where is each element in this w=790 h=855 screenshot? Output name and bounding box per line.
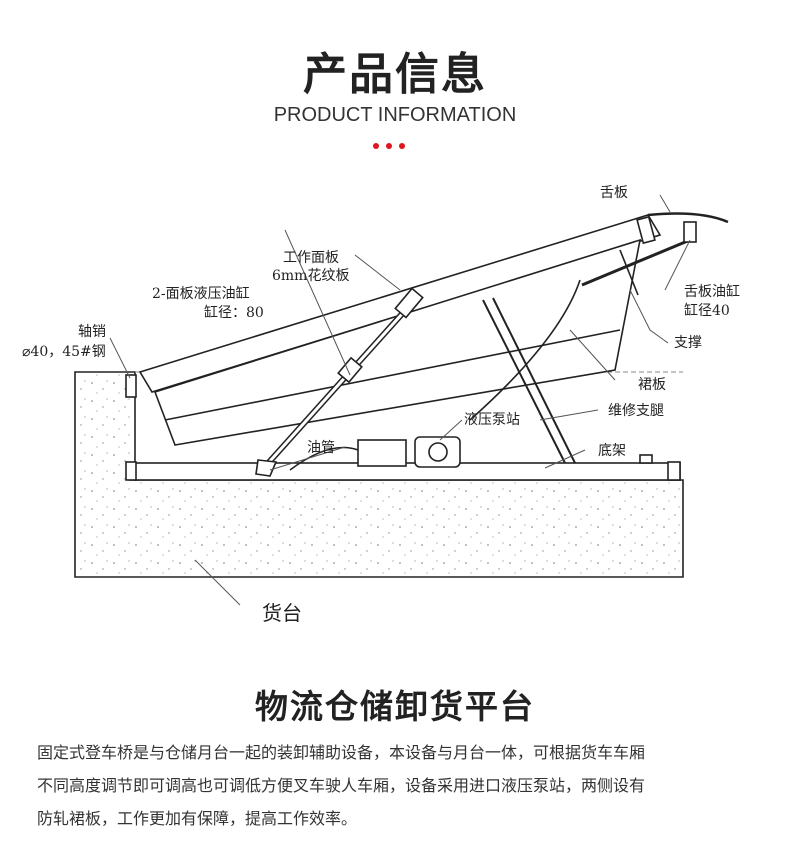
description-line: 防轧裙板，工作更加有保障，提高工作效率。 (37, 809, 358, 828)
label-work-panel-spec: 6mm花纹板 (272, 268, 349, 284)
label-pivot-pin-spec: ⌀40，45#钢 (22, 344, 106, 360)
label-pump-station: 液压泵站 (464, 412, 520, 428)
dock-leveler-diagram: 舌板 工作面板 6mm花纹板 2-面板液压油缸 缸径：80 轴销 ⌀40，45#… (22, 185, 740, 625)
description: 固定式登车桥是与仓储月台一起的装卸辅助设备，本设备与月台一体，可根据货车车厢 不… (37, 736, 767, 835)
label-tongue-plate: 舌板 (600, 185, 628, 201)
label-maintenance-leg: 维修支腿 (608, 403, 664, 419)
label-tongue-cylinder: 舌板油缸 (684, 283, 740, 300)
tongue-plate (647, 212, 729, 224)
label-support: 支撑 (674, 335, 702, 351)
label-tongue-cylinder-bore: 缸径40 (684, 302, 730, 319)
section-title: 物流仓储卸货平台 (255, 687, 535, 726)
label-pivot-pin: 轴销 (78, 324, 106, 340)
label-base-frame: 底架 (598, 443, 626, 459)
page-title: 产品信息 (303, 49, 487, 100)
skirt-plate (153, 238, 642, 446)
label-skirt: 裙板 (638, 377, 666, 393)
decorative-dots (373, 143, 405, 149)
page-subtitle: PRODUCT INFORMATION (273, 104, 517, 126)
description-line: 不同高度调节即可调高也可调低方便叉车驶人车厢，设备采用进口液压泵站，两侧设有 (37, 776, 646, 795)
label-panel-cylinder-bore: 缸径：80 (204, 304, 264, 321)
label-oil-pipe: 油管 (307, 440, 335, 456)
description-line: 固定式登车桥是与仓储月台一起的装卸辅助设备，本设备与月台一体，可根据货车车厢 (37, 743, 646, 762)
label-platform: 货台 (262, 601, 302, 625)
label-work-panel: 工作面板 (283, 250, 339, 266)
pump-station (357, 439, 407, 467)
label-panel-cylinder: 2-面板液压油缸 (152, 285, 250, 302)
